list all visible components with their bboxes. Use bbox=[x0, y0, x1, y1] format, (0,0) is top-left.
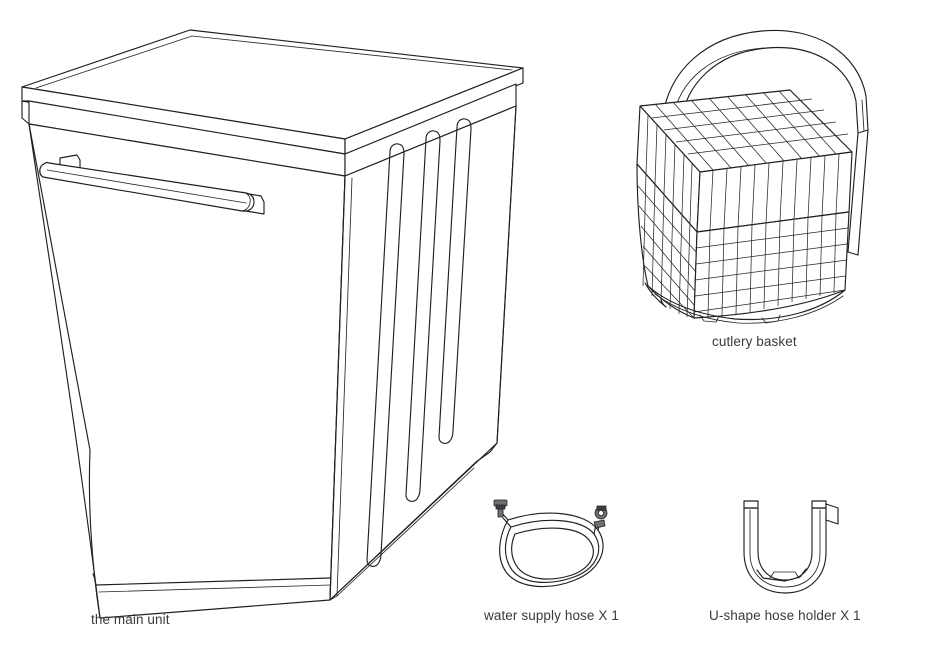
dishwasher-top-edge-right bbox=[344, 67, 524, 155]
dishwasher-plinth-scribe bbox=[98, 584, 331, 593]
hose-coil-middle bbox=[504, 519, 600, 583]
dishwasher-top-scribe bbox=[35, 35, 513, 89]
coiled-hose-icon bbox=[493, 499, 608, 588]
u-holder-lip-right bbox=[811, 500, 827, 509]
caption-water-supply-hose: water supply hose X 1 bbox=[484, 608, 619, 623]
basket-base-rim-scribe bbox=[654, 293, 844, 324]
basket-handle-leg-right-inner bbox=[847, 132, 859, 253]
hose-fitting-left-collar bbox=[495, 504, 506, 510]
dishwasher-side-panel bbox=[329, 105, 517, 601]
hose-coil-outer bbox=[499, 512, 604, 588]
basket-handle-right-scribe bbox=[861, 99, 865, 132]
dishwasher-vent-slot-2 bbox=[405, 130, 441, 502]
dishwasher-plinth-left-fillet bbox=[92, 573, 97, 586]
u-holder-body bbox=[743, 507, 827, 594]
u-holder-inner-scribe-left bbox=[749, 509, 786, 588]
dishwasher-icon bbox=[21, 29, 524, 619]
dishwasher-plinth-top bbox=[95, 577, 331, 586]
basket-base-notch-2 bbox=[761, 314, 781, 324]
hose-fitting-right-bore bbox=[598, 509, 605, 516]
u-holder-lip-left bbox=[743, 500, 759, 509]
caption-u-shape-hose-holder: U-shape hose holder X 1 bbox=[709, 608, 861, 623]
u-holder-bottom-notch bbox=[769, 571, 800, 579]
hose-lead-left-b bbox=[502, 517, 512, 528]
dishwasher-side-bottom-scribe bbox=[336, 467, 475, 597]
dishwasher-vent-slot-1 bbox=[366, 143, 405, 567]
basket-rim-left-bars bbox=[645, 114, 693, 224]
basket-handle-leg-right-foot bbox=[847, 251, 859, 256]
hose-fitting-right-stem bbox=[593, 519, 606, 529]
basket-body-left-mesh bbox=[637, 173, 697, 319]
dishwasher-rear-edge bbox=[496, 105, 517, 444]
basket-lid-grid-b bbox=[654, 90, 838, 171]
u-holder-bottom-ridge bbox=[756, 568, 807, 582]
dishwasher-side-bottom-edge bbox=[329, 461, 477, 601]
hose-fitting-right-cap bbox=[596, 505, 607, 511]
hose-coil-inner bbox=[511, 527, 594, 580]
dishwasher-handle-cap-left bbox=[39, 163, 44, 178]
basket-body-front-mesh bbox=[693, 213, 849, 318]
dishwasher-corner-post-outer bbox=[329, 175, 346, 601]
basket-base-rim bbox=[647, 285, 846, 321]
basket-base-notch-1 bbox=[699, 314, 720, 323]
basket-handle-leg-right-outer bbox=[857, 129, 869, 256]
dishwasher-handle-highlight bbox=[46, 169, 247, 204]
hose-fitting-left-stem bbox=[497, 508, 504, 518]
u-holder-inner-scribe-right bbox=[784, 509, 821, 588]
u-holder-side-tab bbox=[825, 503, 839, 525]
caption-cutlery-basket: cutlery basket bbox=[712, 334, 797, 349]
basket-rim-front-bars bbox=[709, 153, 840, 231]
dishwasher-corner-post-inner bbox=[336, 177, 353, 597]
basket-foot-left bbox=[644, 282, 667, 308]
dishwasher-handle-cap-right bbox=[240, 191, 251, 212]
dishwasher-vent-slot-3 bbox=[438, 118, 472, 444]
dishwasher-door-left-edge bbox=[28, 123, 101, 619]
cutlery-basket-icon bbox=[636, 29, 869, 324]
u-bracket-icon bbox=[743, 500, 839, 594]
dishwasher-band-left-return bbox=[21, 100, 30, 125]
caption-main-unit: the main unit bbox=[91, 612, 170, 627]
dishwasher-rear-step bbox=[475, 442, 498, 463]
